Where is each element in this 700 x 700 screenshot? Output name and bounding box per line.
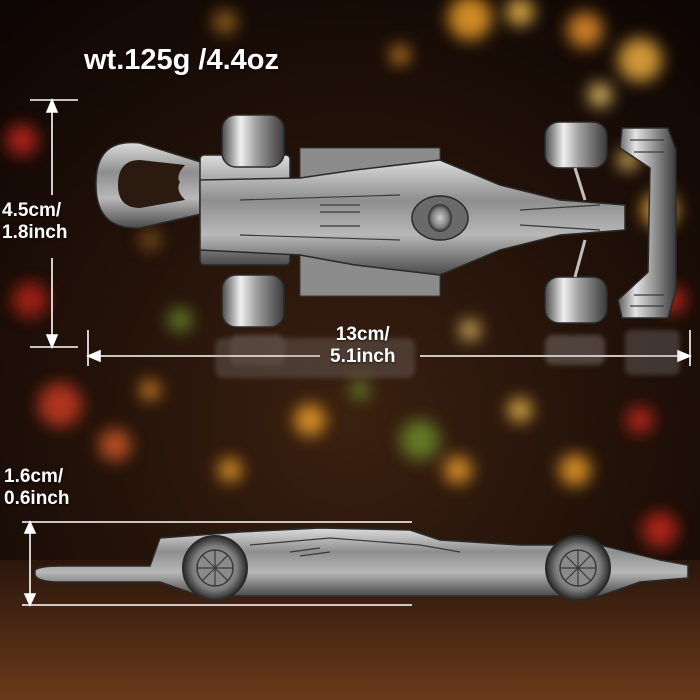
front-tire-top	[544, 121, 608, 169]
height-metric: 4.5cm/	[2, 200, 62, 221]
height-imperial: 1.8inch	[2, 221, 68, 243]
opener-hole	[118, 160, 185, 208]
bottle-opener-side-view	[34, 527, 689, 601]
front-tire-bottom	[544, 276, 608, 324]
length-metric: 13cm/	[335, 324, 390, 345]
bokeh-lights	[6, 0, 686, 548]
height-dimension-label: 4.5cm/ 1.8inch	[2, 200, 67, 244]
product-reflection	[215, 330, 680, 378]
weight-label: wt.125g /4.4oz	[84, 44, 280, 76]
thickness-metric: 1.6cm/	[4, 466, 64, 487]
bottle-opener-top-view	[95, 114, 677, 328]
rear-tire-top	[221, 114, 285, 168]
thickness-imperial: 0.6inch	[4, 487, 70, 509]
length-imperial: 5.1inch	[330, 345, 396, 367]
rear-tire-bottom	[221, 274, 285, 328]
thickness-dimension-label: 1.6cm/ 0.6inch	[4, 466, 69, 510]
length-dimension-label: 13cm/ 5.1inch	[330, 324, 395, 368]
front-wing	[617, 127, 677, 319]
